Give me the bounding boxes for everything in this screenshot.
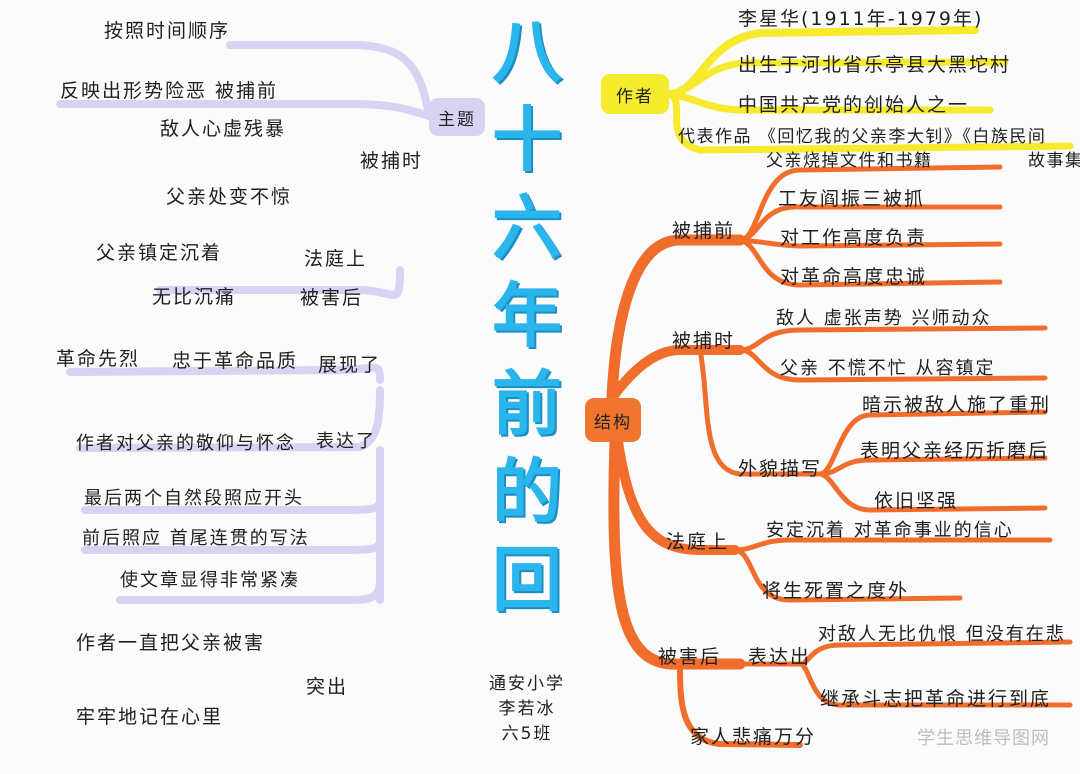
- theme-item: 忠于革命品质: [172, 350, 299, 372]
- during-arrest-item: 敌人 虚张声势 兴师动众: [776, 308, 992, 329]
- author-credit: 通安小学 李若冰 六5班: [482, 672, 572, 747]
- theme-item: 父亲处变不惊: [166, 186, 293, 208]
- during-arrest-item: 父亲 不慌不忙 从容镇定: [780, 358, 996, 379]
- theme-item: 敌人心虚残暴: [160, 118, 287, 140]
- theme-item: 最后两个自然段照应开头: [84, 488, 304, 509]
- title-char: 八: [492, 11, 562, 93]
- court-item: 将生死置之度外: [762, 580, 910, 602]
- court-item: 安定沉着 对革命事业的信心: [766, 520, 1014, 541]
- author-item: 李星华(1911年-1979年): [738, 8, 984, 30]
- credit-class: 六5班: [501, 724, 553, 744]
- before-arrest-item: 工友阎振三被抓: [778, 188, 926, 210]
- theme-item: 革命先烈: [56, 348, 141, 370]
- credit-name: 李若冰: [498, 699, 556, 719]
- theme-item: 突出: [306, 676, 349, 698]
- theme-item: 父亲镇定沉着: [96, 242, 223, 264]
- after-killed-express: 表达出: [748, 646, 812, 668]
- title-char: 六: [492, 187, 562, 269]
- theme-item: 被捕时: [360, 150, 424, 172]
- theme-item: 作者一直把父亲被害: [76, 632, 266, 654]
- after-killed-item: 对敌人无比仇恨 但没有在悲: [818, 624, 1066, 645]
- after-killed-item: 继承斗志把革命进行到底: [820, 688, 1052, 710]
- before-arrest-item: 对革命高度忠诚: [780, 266, 928, 288]
- theme-item: 反映出形势险恶 被捕前: [60, 80, 279, 102]
- node-author: 作者: [601, 74, 669, 114]
- node-theme: 主题: [429, 98, 485, 136]
- theme-item: 表达了: [316, 431, 376, 452]
- watermark: 学生思维导图网: [917, 728, 1050, 749]
- before-arrest-item: 父亲烧掉文件和书籍: [766, 151, 933, 171]
- title-char: 的: [492, 451, 562, 533]
- theme-item: 使文章显得非常紧凑: [120, 570, 300, 591]
- author-item: 出生于河北省乐亭县大黑坨村: [738, 54, 1012, 76]
- title-char: 前: [492, 363, 562, 445]
- author-item: 故事集: [1028, 151, 1080, 171]
- appearance-item: 依旧坚强: [874, 490, 959, 512]
- appearance-item: 暗示被敌人施了重刑: [862, 394, 1052, 416]
- author-item: 代表作品 《回忆我的父亲李大钊》《白族民间: [678, 127, 1047, 147]
- theme-item: 展现了: [318, 354, 382, 376]
- theme-item: 按照时间顺序: [104, 20, 231, 42]
- before-arrest-item: 对工作高度负责: [780, 227, 928, 249]
- theme-item: 无比沉痛: [152, 286, 237, 308]
- theme-item: 作者对父亲的敬仰与怀念: [76, 433, 296, 454]
- structure-during-arrest: 被捕时: [672, 330, 736, 352]
- theme-item: 前后照应 首尾连贯的写法: [82, 528, 310, 549]
- theme-item: 被害后: [300, 287, 364, 309]
- title-char: 十: [492, 99, 562, 181]
- structure-after-killed: 被害后: [658, 646, 722, 668]
- node-structure: 结构: [585, 398, 641, 442]
- title-char: 年: [492, 275, 562, 357]
- theme-item: 法庭上: [304, 248, 368, 270]
- structure-before-arrest: 被捕前: [672, 220, 736, 242]
- theme-item: 牢牢地记在心里: [76, 706, 224, 728]
- main-title: 八 十 六 年 前 的 回: [482, 8, 572, 624]
- after-killed-family: 家人悲痛万分: [690, 726, 817, 748]
- structure-appearance: 外貌描写: [738, 458, 823, 480]
- structure-court: 法庭上: [666, 531, 730, 553]
- appearance-item: 表明父亲经历折磨后: [860, 440, 1050, 462]
- title-char: 回: [492, 539, 562, 621]
- credit-school: 通安小学: [489, 674, 565, 694]
- author-item: 中国共产党的创始人之一: [738, 94, 970, 116]
